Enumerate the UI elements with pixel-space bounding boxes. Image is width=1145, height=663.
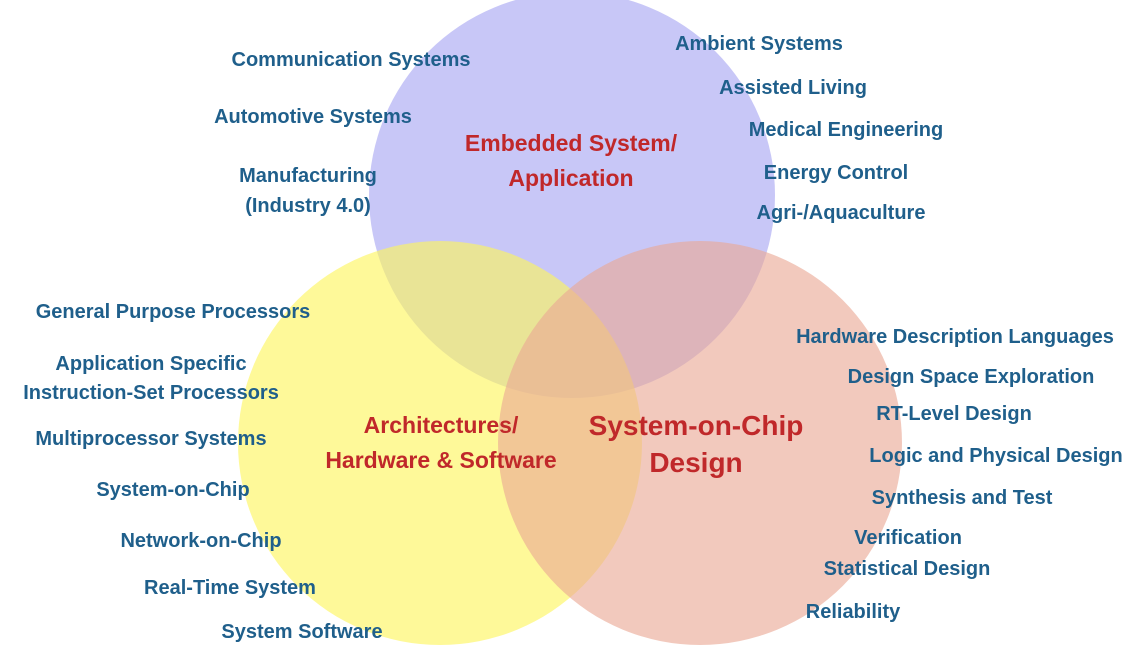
category-soc-design: System-on-Chip Design [588, 410, 804, 478]
item-multiprocessor-systems: Multiprocessor Systems [35, 428, 267, 450]
item-general-purpose-processors: General Purpose Processors [35, 301, 311, 323]
item-medical-engineering: Medical Engineering [748, 119, 944, 141]
item-network-on-chip: Network-on-Chip [120, 530, 282, 552]
item-agri-aquaculture: Agri-/Aquaculture [756, 202, 926, 224]
item-synthesis-and-test: Synthesis and Test [871, 487, 1053, 509]
item-assisted-living: Assisted Living [719, 77, 867, 99]
item-design-space-exploration: Design Space Exploration [847, 366, 1095, 388]
item-verification: Verification [854, 527, 962, 549]
item-reliability: Reliability [805, 601, 901, 623]
category-architectures: Architectures/ Hardware & Software [325, 412, 557, 473]
item-logic-physical-design: Logic and Physical Design [869, 445, 1123, 467]
soc-design-circle [498, 241, 902, 645]
item-system-software: System Software [221, 621, 383, 643]
item-automotive-systems: Automotive Systems [214, 106, 412, 128]
item-real-time-system: Real-Time System [144, 577, 316, 599]
item-instruction-set-processors: Instruction-Set Processors [23, 382, 279, 404]
category-embedded-system: Embedded System/ Application [464, 130, 678, 191]
item-energy-control: Energy Control [763, 162, 909, 184]
item-statistical-design: Statistical Design [823, 558, 991, 580]
item-communication-systems: Communication Systems [231, 49, 471, 71]
item-rt-level-design: RT-Level Design [876, 403, 1032, 425]
item-industry-4: (Industry 4.0) [245, 195, 371, 217]
item-manufacturing: Manufacturing [239, 165, 377, 187]
item-hardware-description-languages: Hardware Description Languages [796, 326, 1114, 348]
item-system-on-chip: System-on-Chip [96, 479, 250, 501]
item-application-specific: Application Specific [55, 353, 247, 375]
item-ambient-systems: Ambient Systems [675, 33, 843, 55]
